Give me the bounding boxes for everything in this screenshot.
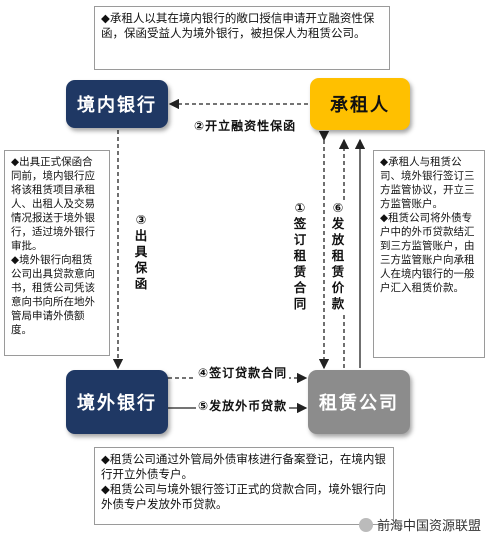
label-step1: ①签订租赁合同: [292, 200, 308, 312]
label-step6: ⑥发放租赁价款: [330, 200, 346, 312]
node-domestic-bank-label: 境内银行: [77, 95, 157, 116]
node-domestic-bank: 境内银行: [66, 80, 168, 128]
node-lessee-label: 承租人: [330, 95, 390, 116]
node-lessee: 承租人: [310, 78, 410, 130]
label-step5: ⑤发放外币贷款: [196, 397, 290, 414]
node-overseas-bank: 境外银行: [66, 370, 168, 434]
watermark: 前海中国资源联盟: [358, 515, 481, 534]
watermark-text: 前海中国资源联盟: [376, 519, 481, 534]
node-leasing-company-label: 租赁公司: [319, 393, 399, 414]
note-left: ◆出具正式保函合同前，境内银行应将该租赁项目承租人、出租人及交易情况报送于境外银…: [4, 150, 110, 356]
note-left-text: ◆出具正式保函合同前，境内银行应将该租赁项目承租人、出租人及交易情况报送于境外银…: [11, 156, 95, 336]
note-top: ◆承租人以其在境内银行的敞口授信申请开立融资性保函，保函受益人为境外银行，被担保…: [94, 6, 390, 70]
node-leasing-company: 租赁公司: [308, 370, 410, 434]
label-step2: ②开立融资性保函: [192, 117, 299, 134]
note-bottom-text: ◆租赁公司通过外管局外债审核进行备案登记，在境内银行开立外债专户。 ◆租赁公司与…: [101, 452, 386, 511]
label-step4: ④签订贷款合同: [196, 364, 290, 381]
note-right-text: ◆承租人与租赁公司、境外银行签订三方监管协议，开立三方监管账户。 ◆租赁公司将外…: [380, 156, 475, 294]
note-bottom: ◆租赁公司通过外管局外债审核进行备案登记，在境内银行开立外债专户。 ◆租赁公司与…: [94, 447, 394, 525]
note-top-text: ◆承租人以其在境内银行的敞口授信申请开立融资性保函，保函受益人为境外银行，被担保…: [101, 11, 375, 40]
node-overseas-bank-label: 境外银行: [77, 393, 157, 414]
wechat-icon: [358, 517, 373, 532]
note-right: ◆承租人与租赁公司、境外银行签订三方监管协议，开立三方监管账户。 ◆租赁公司将外…: [373, 150, 485, 358]
label-step3: ③出具保函: [133, 212, 149, 292]
